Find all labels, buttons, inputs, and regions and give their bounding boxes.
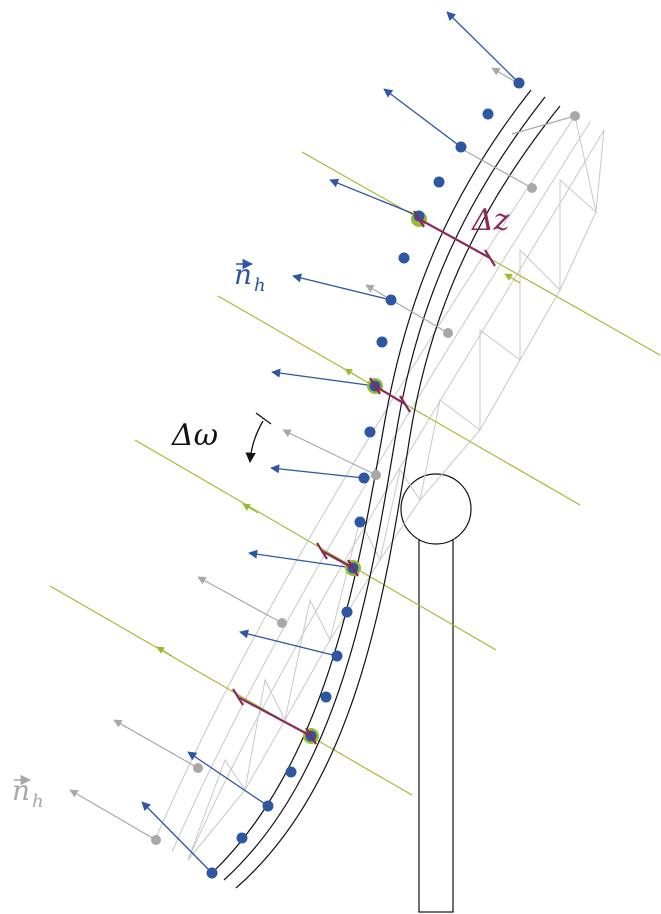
blue-normal-10	[141, 801, 213, 874]
normal-gray-letter: n	[12, 774, 30, 807]
blue-point	[433, 176, 445, 188]
gray-normals	[69, 67, 576, 841]
blue-point	[320, 691, 332, 703]
pedestal-pivot-circle	[400, 473, 472, 545]
gray-back-edge	[187, 129, 605, 861]
blue-point	[376, 336, 388, 348]
gray-point	[371, 470, 381, 480]
gray-curve-2	[171, 121, 591, 853]
pedestal	[400, 473, 472, 913]
blue-point	[285, 766, 297, 778]
dz-tick	[316, 542, 328, 560]
blue-point	[358, 472, 370, 484]
blue-normal-4	[292, 273, 392, 301]
normal-blue-letter: n	[234, 258, 252, 291]
ray-3	[134, 439, 497, 651]
gray-point	[443, 328, 453, 338]
gray-normal-3	[459, 147, 533, 189]
delta-omega-tick	[255, 412, 272, 425]
dz-tick	[347, 559, 359, 577]
gray-normal-6	[197, 576, 283, 624]
dz-tick	[413, 210, 425, 228]
dz-bar-3	[321, 550, 354, 569]
ray-arrow-4	[156, 646, 173, 657]
delta-omega-indicator	[245, 412, 272, 464]
blue-point	[331, 650, 343, 662]
gray-normal-7	[113, 719, 199, 769]
gray-point	[277, 618, 287, 628]
blue-normal-5	[271, 368, 376, 387]
blue-point	[364, 426, 376, 438]
mirror-surface-curves	[211, 89, 561, 889]
gray-normal-5	[282, 429, 377, 476]
dz-tick	[484, 249, 496, 267]
ray-arrow-3	[242, 503, 259, 514]
dz-tick	[369, 377, 381, 395]
normal-gray-subscript: h	[32, 791, 44, 812]
normal-blue-label: n h	[234, 258, 266, 296]
gray-truss-structure	[154, 115, 605, 861]
blue-normals	[141, 11, 520, 874]
dz-tick	[232, 688, 244, 706]
blue-point	[398, 252, 410, 264]
blue-normal-8	[239, 629, 338, 657]
gray-point	[151, 835, 161, 845]
mirror-curve-middle	[223, 96, 546, 881]
blue-normal-7	[248, 549, 354, 569]
blue-point	[385, 294, 397, 306]
dz-tick	[305, 727, 317, 745]
blue-point	[354, 516, 366, 528]
delta-z-label: Δz	[471, 203, 510, 238]
blue-normal-9	[187, 751, 269, 807]
gray-point	[570, 111, 580, 121]
dz-tick	[399, 395, 411, 413]
dz-bar-2	[374, 385, 406, 405]
blue-point	[206, 867, 218, 879]
normal-blue-subscript: h	[254, 275, 266, 296]
ray-arrow-2	[344, 368, 361, 379]
blue-point	[262, 800, 274, 812]
blue-normal-2	[383, 88, 462, 148]
ray-4	[49, 585, 413, 796]
gray-points	[151, 111, 580, 845]
blue-point	[455, 141, 467, 153]
delta-omega-arc	[245, 420, 264, 464]
mirror-curve-front	[211, 89, 532, 874]
blue-point	[236, 832, 248, 844]
gray-point	[527, 183, 537, 193]
gray-truss-zigzag	[187, 115, 597, 861]
delta-omega-label: Δω	[171, 418, 218, 453]
blue-point	[341, 606, 353, 618]
gray-normal-8	[69, 789, 157, 841]
delta-z-markers	[232, 210, 496, 745]
gray-normal-2	[511, 115, 576, 135]
gray-curve-1	[154, 115, 576, 841]
incident-rays	[49, 151, 661, 796]
blue-points	[206, 77, 525, 879]
blue-normal-3	[329, 178, 420, 217]
gray-normal-4	[365, 284, 449, 334]
ray-arrow-1	[504, 273, 521, 284]
blue-normal-1	[446, 11, 520, 84]
pedestal-column	[418, 509, 454, 913]
blue-point	[513, 77, 525, 89]
gray-point	[193, 763, 203, 773]
mirror-curve-back	[235, 105, 561, 889]
normal-gray-label: n h	[12, 774, 44, 812]
blue-point	[482, 108, 494, 120]
dz-bar-4	[237, 696, 312, 737]
blue-normal-6	[270, 464, 365, 479]
gray-curve-3	[187, 129, 605, 861]
dz-bar-1	[418, 218, 491, 259]
